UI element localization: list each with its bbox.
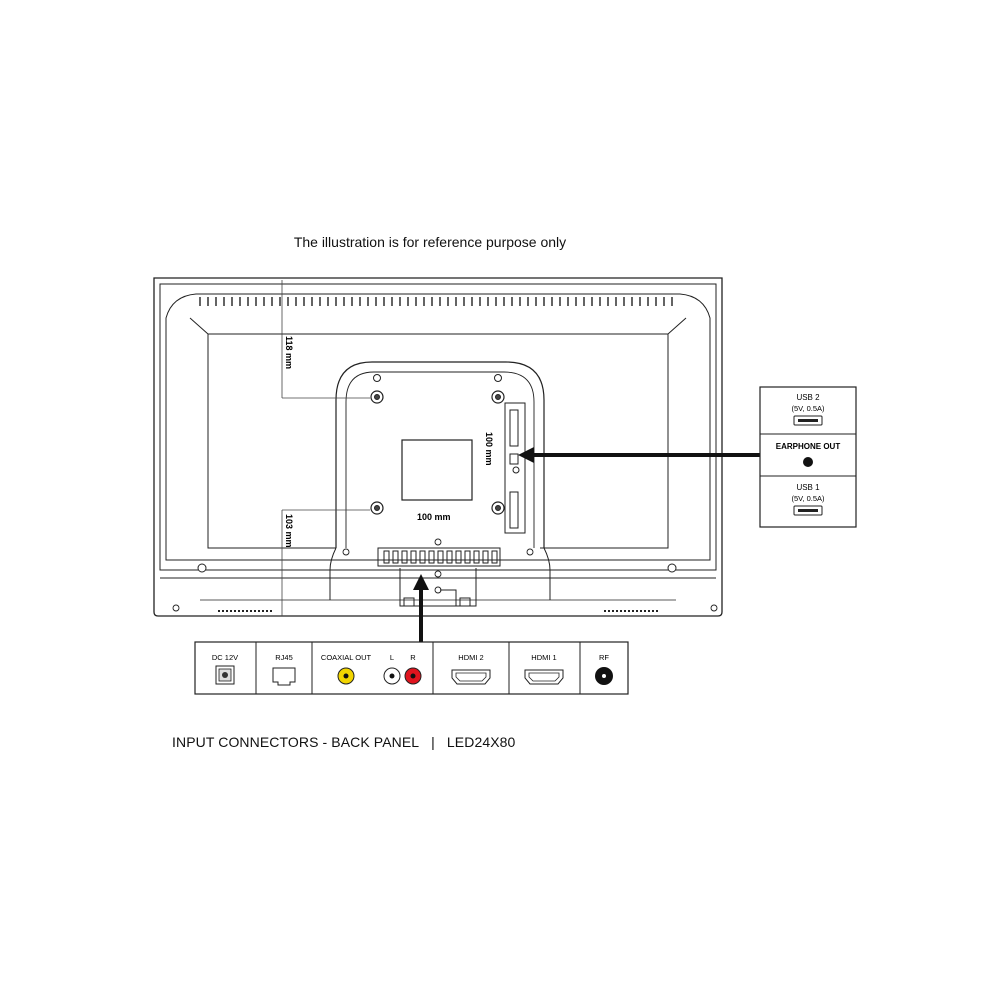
port-slot <box>491 550 498 564</box>
coax-rf-icon <box>595 667 613 685</box>
side-connector-panel: USB 2 (5V, 0.5A) EARPHONE OUT USB 1 (5V,… <box>759 386 857 528</box>
vesa-mount-area <box>329 361 551 600</box>
side-port-spec: (5V, 0.5A) <box>791 494 825 503</box>
diagram-caption: INPUT CONNECTORS - BACK PANEL | LED24X80 <box>172 734 515 750</box>
caption-model: LED24X80 <box>446 734 516 750</box>
side-port-label: EARPHONE OUT <box>776 442 841 451</box>
port-label: RF <box>599 653 609 662</box>
reference-note: The illustration is for reference purpos… <box>293 234 567 250</box>
dimension-bottom-offset: 103 mm <box>284 514 294 548</box>
port-slot <box>464 550 471 564</box>
tv-side-connector-strip <box>504 402 526 534</box>
dimension-top-offset: 118 mm <box>284 336 294 369</box>
hdmi-port-icon <box>524 669 564 685</box>
hdmi-port-icon <box>451 669 491 685</box>
port-slot <box>482 550 489 564</box>
tv-bottom-connector-strip <box>377 547 501 607</box>
dc-jack-icon <box>215 665 235 685</box>
port-slot <box>383 550 390 564</box>
port-slot <box>419 550 426 564</box>
port-slot <box>446 550 453 564</box>
port-label: HDMI 2 <box>458 653 483 662</box>
port-label: HDMI 1 <box>531 653 556 662</box>
port-label: RJ45 <box>275 653 293 662</box>
usb-port-icon <box>793 415 823 426</box>
side-port-spec: (5V, 0.5A) <box>791 404 825 413</box>
port-slot <box>392 550 399 564</box>
port-label: L <box>390 653 394 662</box>
arrow-to-side-panel <box>518 447 760 463</box>
port-label: COAXIAL OUT <box>321 653 372 662</box>
dimension-vesa-vertical: 100 mm <box>484 432 494 466</box>
vesa-screw-holes <box>172 374 718 612</box>
ethernet-port-icon <box>272 667 296 686</box>
tv-body <box>153 277 723 617</box>
dimension-lines <box>281 280 370 616</box>
port-slot <box>473 550 480 564</box>
rca-white-icon <box>383 667 401 685</box>
top-vents <box>199 297 673 306</box>
rca-yellow-icon <box>337 667 355 685</box>
port-label: R <box>410 653 416 662</box>
headphone-jack-icon <box>803 457 813 467</box>
usb-port-icon <box>793 505 823 516</box>
port-slot <box>428 550 435 564</box>
side-port-label: USB 2 <box>796 393 820 402</box>
caption-separator: | <box>431 734 435 750</box>
port-label: DC 12V <box>212 653 238 662</box>
port-slot <box>401 550 408 564</box>
dimension-vesa-horizontal: 100 mm <box>417 512 451 522</box>
side-port-label: USB 1 <box>796 483 820 492</box>
rca-red-icon <box>404 667 422 685</box>
caption-title: INPUT CONNECTORS - BACK PANEL <box>172 734 420 750</box>
port-slot <box>455 550 462 564</box>
bottom-connector-panel: DC 12V RJ45 COAXIAL OUT L R HDMI 2 <box>194 641 629 695</box>
port-slot <box>410 550 417 564</box>
arrow-to-bottom-panel <box>413 574 429 642</box>
port-slot <box>437 550 444 564</box>
